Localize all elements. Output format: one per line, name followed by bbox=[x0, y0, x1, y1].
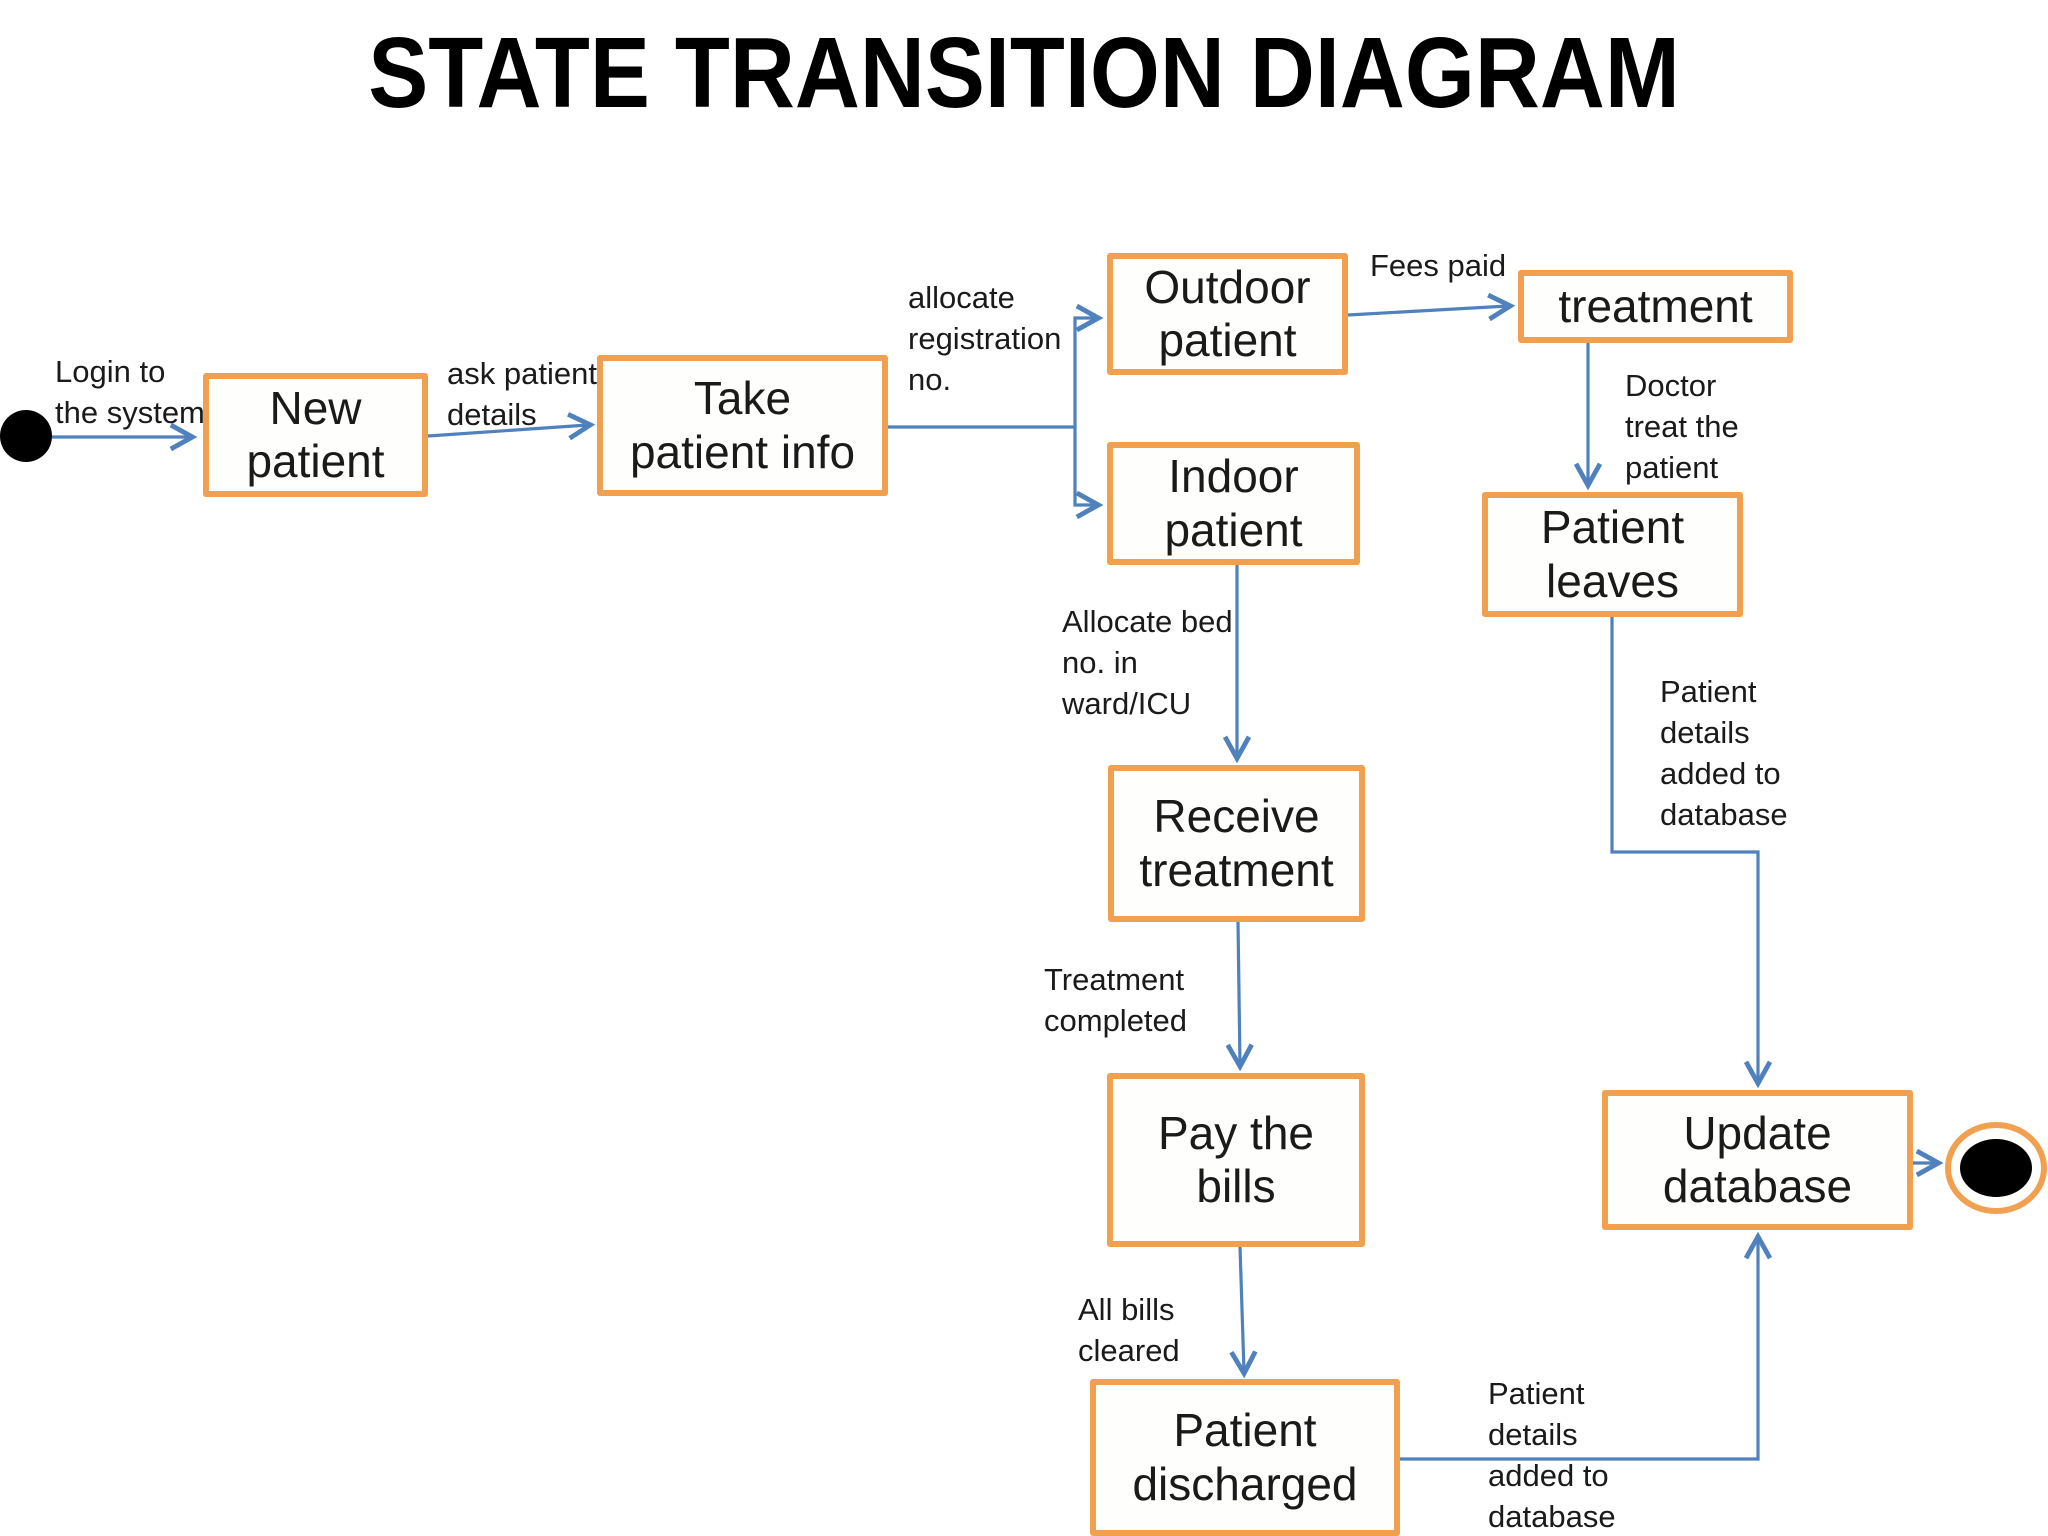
transition-label-ask-patient-details: ask patient details bbox=[447, 356, 597, 432]
transition-outdoor-patient-to-treatment bbox=[1347, 306, 1508, 315]
transition-take-patient-info-to-indoor-patient bbox=[1073, 427, 1096, 505]
transition-label-allocate-registration-no: allocate registration no. bbox=[908, 280, 1062, 397]
state-outdoor-patient: Outdoor patient bbox=[1107, 253, 1348, 375]
page-title: STATE TRANSITION DIAGRAM bbox=[368, 17, 1680, 129]
transition-label-all-bills-cleared: All bills cleared bbox=[1078, 1292, 1180, 1368]
transition-label-treatment-completed: Treatment completed bbox=[1044, 962, 1188, 1038]
transition-take-patient-info-to-outdoor-patient bbox=[888, 318, 1096, 429]
transition-label-allocate-bed-no-in-ward-icu: Allocate bed no. in ward/ICU bbox=[1062, 604, 1233, 721]
transition-patient-leaves-to-update-database bbox=[1610, 617, 1758, 1081]
final-state-node bbox=[1945, 1122, 2047, 1214]
initial-state-node bbox=[0, 410, 52, 462]
state-patient-discharged: Patient discharged bbox=[1090, 1379, 1400, 1536]
state-take-patient-info: Take patient info bbox=[597, 355, 888, 496]
final-state-node-core bbox=[1960, 1139, 2032, 1197]
state-new-patient: New patient bbox=[203, 373, 428, 497]
transition-label-doctor-treat-the-patient: Doctor treat the patient bbox=[1625, 368, 1739, 485]
state-treatment: treatment bbox=[1518, 270, 1793, 343]
transition-label-login-to-the-system: Login to the system bbox=[55, 354, 205, 430]
transition-label-fees-paid: Fees paid bbox=[1370, 248, 1507, 283]
transition-patient-discharged-to-update-database bbox=[1400, 1239, 1758, 1461]
state-update-database: Update database bbox=[1602, 1090, 1913, 1230]
state-receive-treatment: Receive treatment bbox=[1108, 765, 1365, 922]
state-patient-leaves: Patient leaves bbox=[1482, 492, 1743, 617]
transition-label-patient-details-added-to-database-bottom: Patient details added to database bbox=[1488, 1376, 1616, 1534]
transition-label-patient-details-added-to-database-right: Patient details added to database bbox=[1660, 674, 1788, 832]
transition-pay-the-bills-to-patient-discharged bbox=[1240, 1246, 1244, 1371]
transition-new-patient-to-take-patient-info bbox=[427, 425, 588, 436]
state-pay-the-bills: Pay the bills bbox=[1107, 1073, 1365, 1247]
transition-receive-treatment-to-pay-the-bills bbox=[1238, 921, 1240, 1064]
state-indoor-patient: Indoor patient bbox=[1107, 442, 1360, 565]
